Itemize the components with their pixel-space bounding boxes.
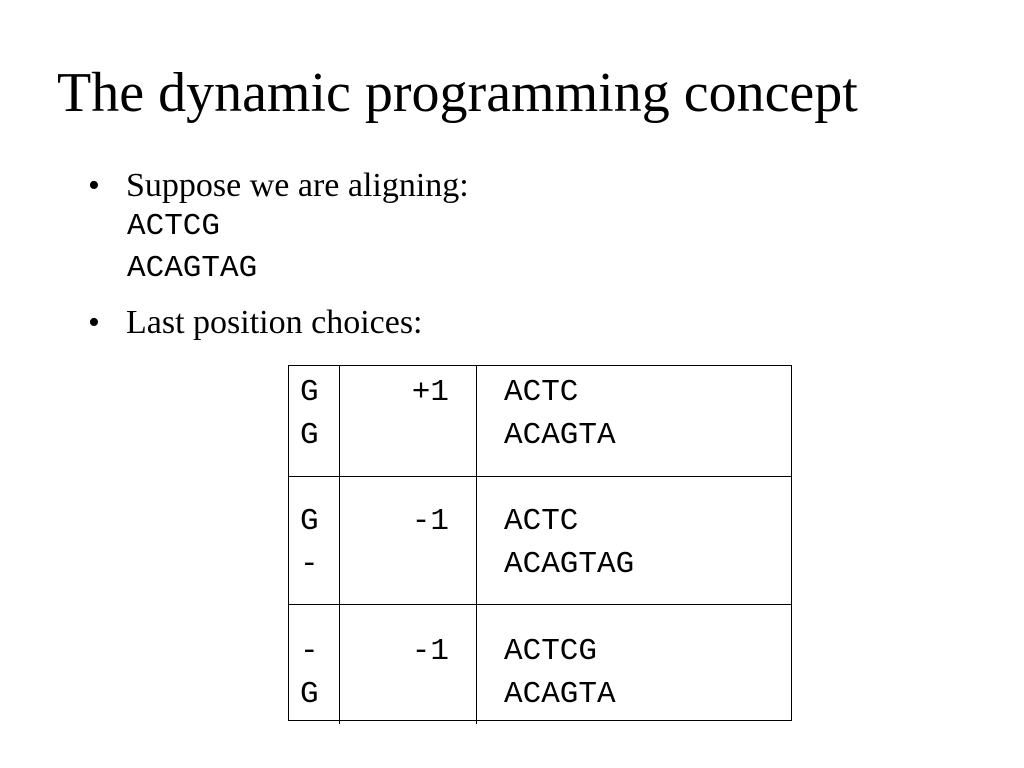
slide-title: The dynamic programming concept	[57, 62, 858, 124]
top-char: -	[300, 634, 319, 669]
remaining-bottom: ACAGTA	[504, 677, 616, 712]
bullet-text: Last position choices:	[126, 304, 423, 341]
bottom-char: G	[300, 677, 319, 712]
row-divider	[289, 476, 791, 477]
aligned-pair-cell: G-	[300, 500, 319, 586]
column-divider	[339, 366, 340, 724]
remaining-sequences-cell: ACTCG ACAGTA	[504, 630, 616, 716]
remaining-bottom: ACAGTAG	[504, 547, 635, 582]
bullet-marker: •	[88, 167, 100, 204]
aligned-pair-cell: -G	[300, 630, 319, 716]
bottom-char: G	[300, 418, 319, 453]
remaining-sequences-cell: ACTC ACAGTAG	[504, 500, 634, 586]
sequence-2: ACAGTAG	[127, 251, 258, 286]
bullet-text: Suppose we are aligning:	[126, 167, 469, 204]
sequence-1: ACTCG	[127, 209, 221, 244]
score-cell: -1	[411, 634, 449, 669]
top-char: G	[300, 504, 319, 539]
top-char: G	[300, 375, 319, 410]
score-cell: +1	[411, 375, 449, 410]
remaining-bottom: ACAGTA	[504, 418, 616, 453]
bottom-char: -	[300, 547, 319, 582]
column-divider	[476, 366, 477, 724]
remaining-sequences-cell: ACTC ACAGTA	[504, 371, 616, 457]
row-divider	[289, 604, 791, 605]
remaining-top: ACTC	[504, 504, 579, 539]
bullet-marker: •	[88, 304, 100, 341]
score-cell: -1	[411, 504, 449, 539]
remaining-top: ACTC	[504, 375, 579, 410]
remaining-top: ACTCG	[504, 634, 598, 669]
